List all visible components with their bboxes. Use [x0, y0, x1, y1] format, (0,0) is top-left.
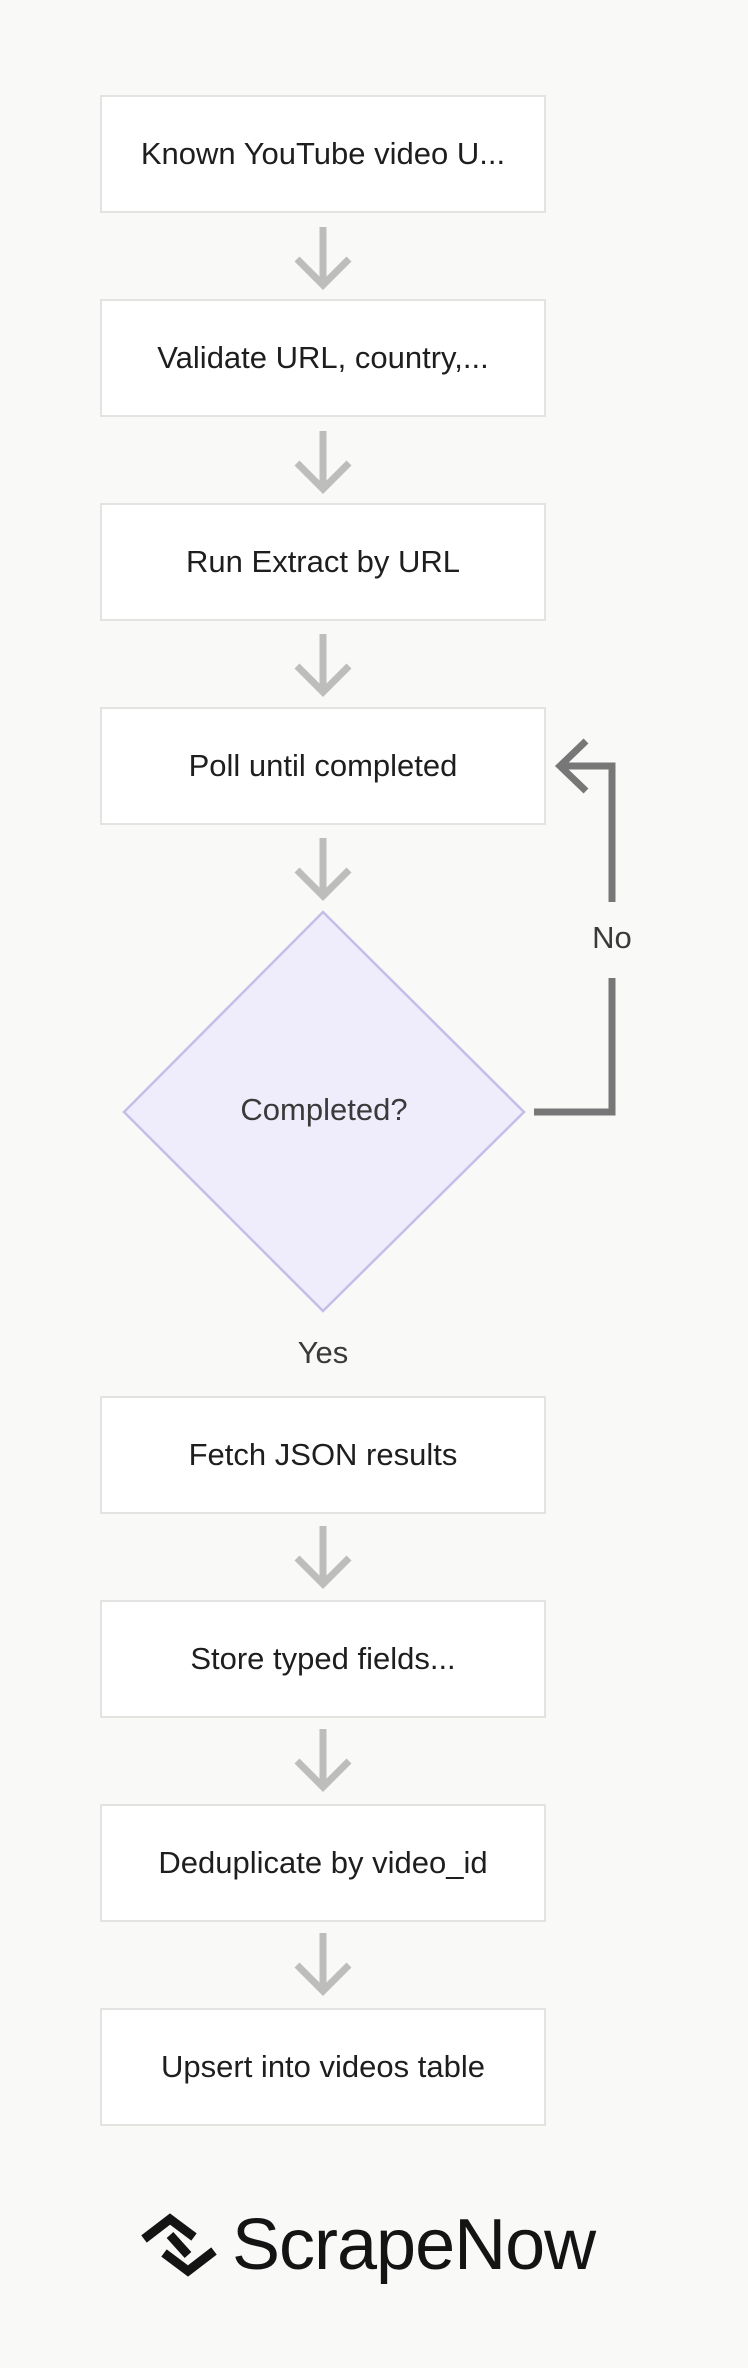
step-poll-until-completed: Poll until completed: [100, 707, 546, 825]
step-validate-url: Validate URL, country,...: [100, 299, 546, 417]
step-label: Known YouTube video U...: [140, 136, 506, 171]
arrow-down-4: [294, 838, 352, 901]
step-label: Run Extract by URL: [186, 544, 460, 579]
brand-name: ScrapeNow: [232, 2205, 596, 2285]
decision-label: Completed?: [240, 1092, 408, 1127]
step-fetch-json: Fetch JSON results: [100, 1396, 546, 1514]
brand-logo: ScrapeNow: [140, 2200, 596, 2290]
step-deduplicate: Deduplicate by video_id: [100, 1804, 546, 1922]
yes-edge-label: Yes: [297, 1335, 349, 1370]
step-label: Deduplicate by video_id: [158, 1845, 488, 1880]
arrow-down-5: [294, 1526, 352, 1589]
arrow-down-1: [294, 227, 352, 290]
step-label: Fetch JSON results: [188, 1437, 458, 1472]
decision-diamond: [122, 910, 526, 1313]
arrow-down-2: [294, 431, 352, 494]
arrow-down-3: [294, 634, 352, 697]
scrapenow-logo-icon: [141, 2213, 217, 2277]
step-label: Upsert into videos table: [161, 2049, 485, 2084]
step-upsert: Upsert into videos table: [100, 2008, 546, 2126]
step-store-typed-fields: Store typed fields...: [100, 1600, 546, 1718]
arrow-down-6: [294, 1729, 352, 1792]
arrow-down-7: [294, 1933, 352, 1996]
no-edge-label: No: [592, 920, 632, 955]
step-known-video-url: Known YouTube video U...: [100, 95, 546, 213]
step-run-extract: Run Extract by URL: [100, 503, 546, 621]
step-label: Validate URL, country,...: [157, 340, 489, 375]
no-loop-arrow: [534, 738, 616, 1116]
step-label: Poll until completed: [188, 748, 458, 783]
step-label: Store typed fields...: [190, 1641, 456, 1676]
